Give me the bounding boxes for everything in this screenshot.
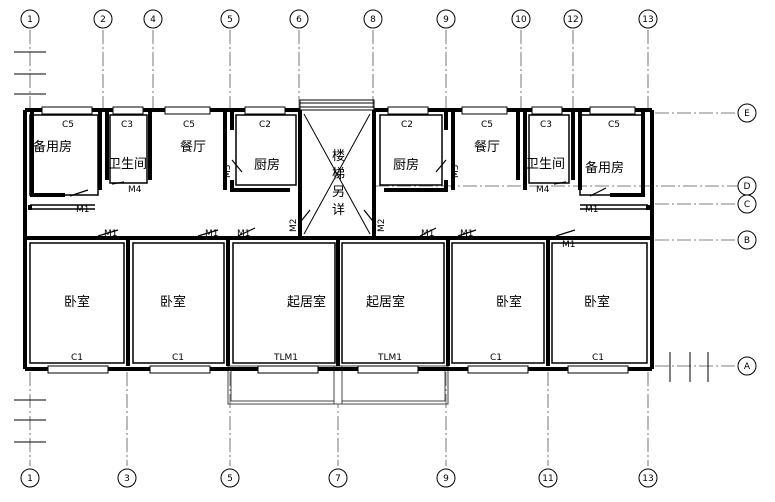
axis-label-bottom: 11 xyxy=(542,474,553,484)
door-label: TLM1 xyxy=(273,353,298,363)
axis-bubbles xyxy=(20,9,757,488)
stair-label: 另 xyxy=(332,185,345,200)
axis-label-top: 4 xyxy=(150,15,156,25)
window-label: C5 xyxy=(62,120,74,130)
axis-label-bottom: 9 xyxy=(443,474,449,484)
door-label: M4 xyxy=(128,185,142,195)
door-label: M1 xyxy=(421,229,435,239)
walls xyxy=(23,108,654,371)
window-label: C1 xyxy=(592,353,604,363)
axis-label-right: D xyxy=(744,182,751,192)
axis-label-top: 8 xyxy=(370,15,376,25)
axis-label-bottom: 5 xyxy=(227,474,233,484)
axis-label-top: 13 xyxy=(642,15,653,25)
door-label: M1 xyxy=(104,229,118,239)
axis-label-top: 9 xyxy=(443,15,449,25)
stair-label: 梯 xyxy=(332,167,345,182)
window-label: C5 xyxy=(608,120,620,130)
window-openings xyxy=(41,106,636,374)
axis-label-top: 2 xyxy=(100,15,106,25)
room-label-toilet: 卫生间 xyxy=(526,157,565,172)
window-label: C1 xyxy=(490,353,502,363)
axis-label-right: A xyxy=(744,362,751,372)
door-label: M1 xyxy=(585,205,599,215)
room-label-bedroom: 卧室 xyxy=(496,294,522,310)
room-labels: 备用房 卫生间 餐厅 厨房 楼 梯 另 详 厨房 餐厅 卫生间 备用房 卧室 卧… xyxy=(33,139,624,310)
room-label-dining: 餐厅 xyxy=(180,139,206,155)
door-swings xyxy=(69,159,607,237)
inner-wall-lines xyxy=(29,114,648,364)
room-label-living: 起居室 xyxy=(366,294,405,310)
axis-label-top: 12 xyxy=(567,15,578,25)
door-label: M4 xyxy=(536,185,550,195)
room-label-bedroom: 卧室 xyxy=(584,294,610,310)
door-label: M1 xyxy=(76,205,90,215)
door-label: TLM1 xyxy=(377,353,402,363)
window-label: C2 xyxy=(259,120,271,130)
axis-label-top: 6 xyxy=(296,15,302,25)
axis-labels-top: 1 2 4 5 6 8 9 10 12 13 xyxy=(27,15,654,25)
window-label: C2 xyxy=(401,120,413,130)
axis-label-bottom: 13 xyxy=(642,474,653,484)
axis-label-top: 10 xyxy=(515,15,527,25)
opening-labels: C5 C3 C5 C2 C2 C5 C3 C5 M3 M3 M4 M4 M1 M… xyxy=(62,120,620,363)
room-label-spare: 备用房 xyxy=(585,160,624,176)
axis-labels-right: E D C B A xyxy=(744,109,751,372)
door-label: M3 xyxy=(223,165,233,179)
door-label: M1 xyxy=(205,229,219,239)
window-label: C3 xyxy=(121,120,133,130)
door-label: M3 xyxy=(451,165,461,179)
axis-grid-lines xyxy=(29,30,738,466)
axis-label-right: E xyxy=(744,109,750,119)
room-label-living: 起居室 xyxy=(287,294,326,310)
axis-label-bottom: 3 xyxy=(124,474,130,484)
door-label: M1 xyxy=(237,229,251,239)
thin-partitions xyxy=(30,204,648,210)
room-label-toilet: 卫生间 xyxy=(108,157,147,172)
window-label: C1 xyxy=(172,353,184,363)
room-label-kitchen: 厨房 xyxy=(393,157,419,173)
room-label-bedroom: 卧室 xyxy=(64,294,90,310)
axis-labels-bottom: 1 3 5 7 9 11 13 xyxy=(27,474,654,484)
stair-label: 楼 xyxy=(332,149,345,164)
room-label-bedroom: 卧室 xyxy=(160,294,186,310)
window-label: C5 xyxy=(183,120,195,130)
door-label: M1 xyxy=(562,240,576,250)
axis-label-right: C xyxy=(744,200,750,210)
axis-label-bottom: 7 xyxy=(335,474,341,484)
door-label: M2 xyxy=(289,219,299,233)
stair-label: 详 xyxy=(332,203,345,218)
window-label: C1 xyxy=(71,353,83,363)
window-label: C3 xyxy=(540,120,552,130)
axis-label-right: B xyxy=(744,236,750,246)
window-label: C5 xyxy=(481,120,493,130)
room-label-spare: 备用房 xyxy=(33,139,72,155)
room-label-kitchen: 厨房 xyxy=(254,157,280,173)
dimension-ticks xyxy=(14,51,709,443)
door-label: M1 xyxy=(460,229,474,239)
axis-label-bottom: 1 xyxy=(27,474,33,484)
axis-label-top: 1 xyxy=(27,15,33,25)
door-label: M2 xyxy=(377,219,387,233)
stair-well xyxy=(299,99,375,235)
axis-label-top: 5 xyxy=(227,15,233,25)
room-label-dining: 餐厅 xyxy=(474,139,500,155)
